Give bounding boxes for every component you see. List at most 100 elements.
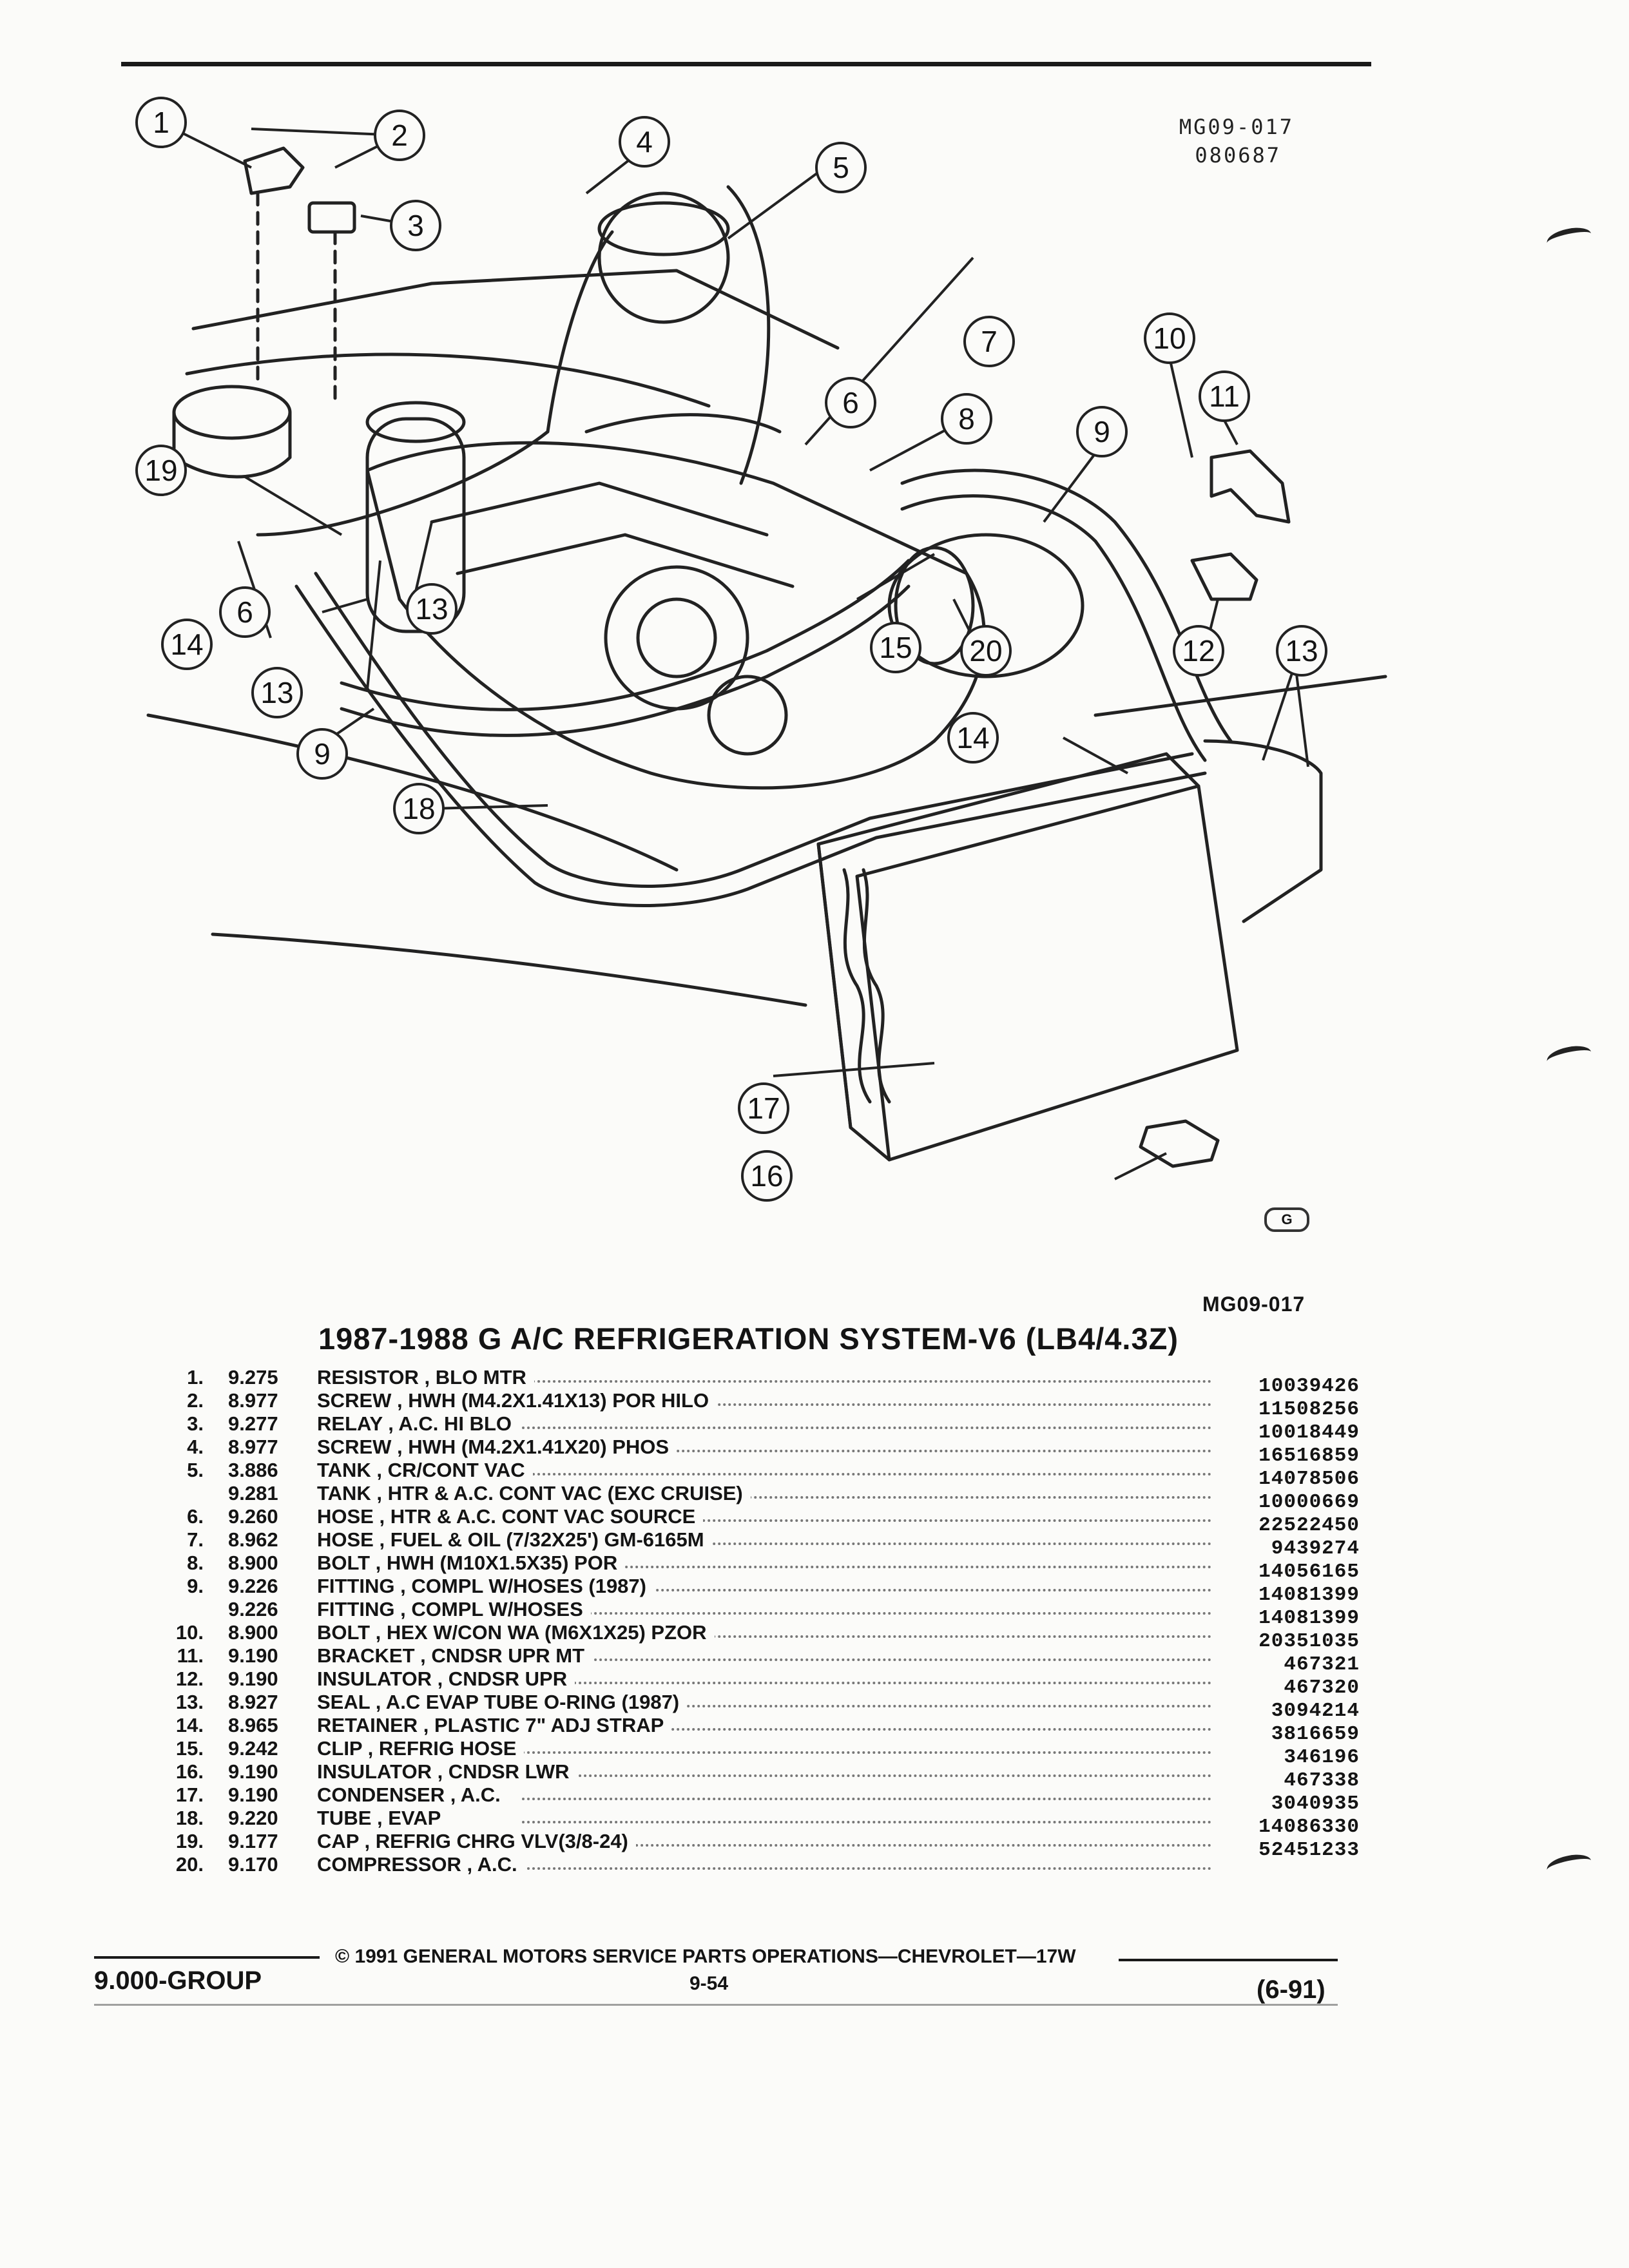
leader-dots [522, 1542, 1211, 1545]
group-number: 8.900 [228, 1621, 278, 1644]
footer-rule-right [1119, 1959, 1338, 1961]
caption-figure-code: MG09-017 [1202, 1293, 1306, 1316]
part-number: 10039426 [1258, 1375, 1360, 1398]
part-number: 11508256 [1258, 1398, 1360, 1421]
group-number: 9.190 [228, 1644, 278, 1667]
figure-code: MG09-017 [1179, 115, 1294, 139]
top-rule [121, 62, 1371, 66]
part-description: TUBE , EVAP [317, 1807, 449, 1830]
callout-3: 3 [407, 209, 424, 242]
callout-13: 13 [1285, 634, 1318, 668]
part-number-index: 19. [175, 1830, 204, 1852]
part-number-index: 11. [177, 1644, 204, 1667]
part-number: 14081399 [1258, 1584, 1360, 1606]
alternator [604, 565, 749, 711]
leader-dots [522, 1774, 1211, 1777]
part-description: CLIP , REFRIG HOSE [317, 1737, 525, 1760]
leader-dots [522, 1519, 1211, 1522]
callout-9b: 9 [314, 737, 331, 771]
part-number-index: 20. [175, 1853, 204, 1876]
group-number: 9.260 [228, 1505, 278, 1528]
leader-dots [522, 1612, 1211, 1615]
vacuum-hose [546, 230, 614, 434]
vacuum-hose-2 [726, 185, 771, 485]
engine-outline [365, 441, 986, 790]
group-number: 9.220 [228, 1807, 278, 1829]
part-number-index: 10. [175, 1621, 204, 1644]
part-number-index: 8. [187, 1552, 204, 1574]
part-number: 346196 [1284, 1746, 1360, 1769]
leader-dots [522, 1751, 1211, 1754]
footer-rule-bottom [94, 2004, 1338, 2006]
cowl-line [185, 352, 711, 408]
callout-13c: 13 [415, 592, 448, 626]
vacuum-hose-3 [584, 413, 782, 434]
footer-rule-left [94, 1956, 320, 1959]
callout-17: 17 [747, 1091, 780, 1125]
condenser-bracket [1210, 449, 1291, 524]
part-description: COMPRESSOR , A.C. [317, 1853, 525, 1876]
callout-19: 19 [144, 454, 177, 487]
part-description: TANK , HTR & A.C. CONT VAC (EXC CRUISE) [317, 1482, 751, 1505]
leader-dots [522, 1728, 1211, 1731]
part-description: BOLT , HWH (M10X1.5X35) POR [317, 1552, 626, 1575]
condenser-lines [1203, 739, 1323, 923]
part-number: 467338 [1284, 1769, 1360, 1792]
footer-group: 9.000-GROUP [94, 1966, 262, 1995]
part-number: 20351035 [1258, 1630, 1360, 1653]
leader-dots [522, 1496, 1211, 1499]
group-number: 9.242 [228, 1737, 278, 1760]
leader-dots [522, 1403, 1211, 1406]
blower-resistor [243, 146, 305, 195]
part-number: 22522450 [1258, 1514, 1360, 1537]
page-title: 1987-1988 G A/C REFRIGERATION SYSTEM-V6 … [318, 1321, 1179, 1356]
callout-9: 9 [1094, 415, 1110, 448]
callout-11: 11 [1209, 380, 1240, 413]
binder-edge-mark [1545, 224, 1594, 253]
engine-valve-cover [430, 481, 769, 537]
group-number: 9.277 [228, 1412, 278, 1435]
part-number-index: 9. [187, 1575, 204, 1597]
part-number: 52451233 [1258, 1839, 1360, 1861]
callout-14b: 14 [170, 628, 203, 661]
evap-tube [314, 572, 1194, 888]
part-description: TANK , CR/CONT VAC [317, 1459, 533, 1482]
group-number: 9.190 [228, 1667, 278, 1690]
group-number: 9.281 [228, 1482, 278, 1504]
part-number-index: 15. [175, 1737, 204, 1760]
callout-20: 20 [969, 634, 1002, 668]
callout-10: 10 [1153, 322, 1186, 355]
page-number: 9-54 [689, 1973, 729, 1994]
leader-dots [522, 1473, 1211, 1475]
callout-16: 16 [750, 1159, 783, 1193]
leader-dots [522, 1658, 1211, 1661]
group-number: 9.275 [228, 1366, 278, 1389]
group-number: 9.190 [228, 1783, 278, 1806]
part-number: 14078506 [1258, 1468, 1360, 1490]
leader-dots [522, 1427, 1211, 1429]
part-description: SCREW , HWH (M4.2X1.41X13) POR HILO [317, 1389, 717, 1412]
callout-14: 14 [956, 721, 989, 754]
parts-list-row: 9.281 TANK , HTR & A.C. CONT VAC (EXC CRU… [161, 1482, 1360, 1514]
part-number: 16516859 [1258, 1445, 1360, 1467]
accumulator [365, 417, 466, 633]
part-description: CONDENSER , A.C. [317, 1783, 508, 1807]
group-number: 9.190 [228, 1760, 278, 1783]
revision-date: (6-91) [1257, 1975, 1325, 2004]
hi-blower-relay [307, 201, 356, 234]
binder-edge-mark [1545, 1851, 1594, 1879]
